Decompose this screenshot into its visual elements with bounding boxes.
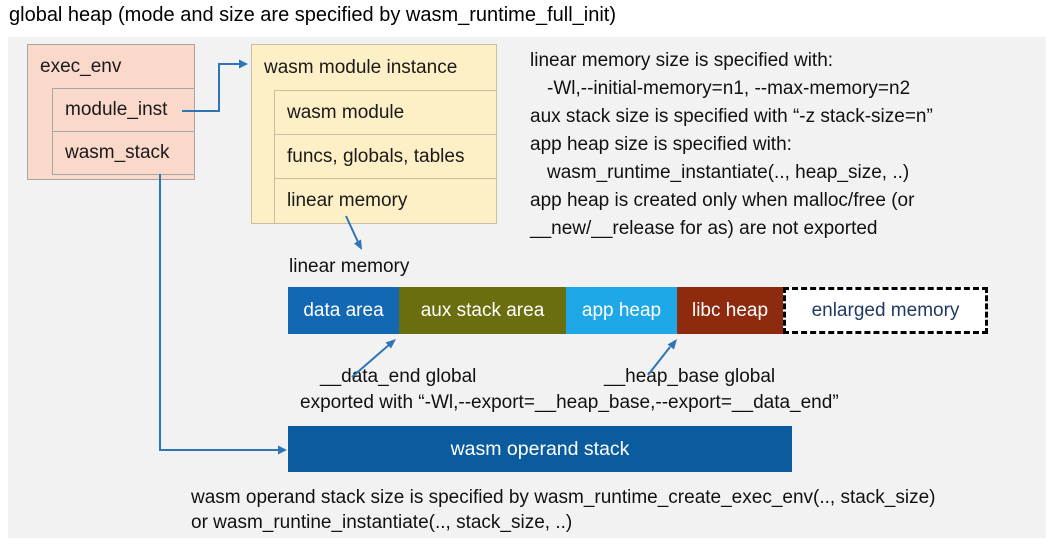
note-line: wasm_runtime_instantiate(.., heap_size, …: [547, 162, 910, 183]
note-line: aux stack size is specified with “-z sta…: [530, 106, 933, 127]
segment-label: enlarged memory: [811, 299, 960, 321]
notes-bottom: wasm operand stack size is specified by …: [191, 485, 936, 535]
module-instance-row-label: linear memory: [287, 190, 408, 211]
note-line: or wasm_runtine_instantiate(.., stack_si…: [191, 512, 573, 533]
segment-data-area: data area: [288, 287, 399, 334]
module-instance-row-linear-memory: linear memory: [274, 178, 497, 224]
segment-label: app heap: [581, 299, 662, 321]
exec-env-row-module-inst: module_inst: [52, 88, 195, 132]
segment-label: libc heap: [691, 299, 769, 321]
linear-memory-label: linear memory: [289, 256, 410, 277]
exec-env-row-label: module_inst: [65, 99, 168, 120]
exec-env-row-wasm-stack: wasm_stack: [52, 131, 195, 175]
export-annotation: exported with “-Wl,--export=__heap_base,…: [300, 392, 839, 413]
heap-base-annotation: __heap_base global: [604, 366, 776, 387]
diagram-title: global heap (mode and size are specified…: [9, 4, 616, 26]
segment-label: aux stack area: [420, 299, 545, 321]
exec-env-header: exec_env: [40, 56, 122, 77]
note-line: linear memory size is specified with:: [530, 50, 834, 71]
operand-stack-bar: wasm operand stack: [288, 426, 792, 472]
module-instance-row-label: funcs, globals, tables: [287, 145, 465, 167]
exec-env-box: exec_env module_inst wasm_stack: [27, 44, 195, 180]
linear-memory-bar: data area aux stack area app heap libc h…: [288, 287, 988, 334]
note-line: -Wl,--initial-memory=n1, --max-memory=n2: [547, 78, 911, 99]
segment-libc-heap: libc heap: [677, 287, 783, 334]
operand-stack-label: wasm operand stack: [450, 437, 630, 460]
data-end-annotation: __data_end global: [320, 366, 477, 387]
exec-env-row-label: wasm_stack: [65, 142, 170, 163]
module-instance-row-funcs-globals-tables: funcs, globals, tables: [274, 134, 497, 179]
module-instance-row-wasm-module: wasm module: [274, 90, 497, 135]
module-instance-row-label: wasm module: [287, 101, 405, 123]
segment-label: data area: [303, 299, 384, 321]
segment-aux-stack-area: aux stack area: [399, 287, 566, 334]
note-line: __new/__release for as) are not exported: [530, 218, 878, 239]
note-line: wasm operand stack size is specified by …: [191, 487, 936, 508]
segment-enlarged-memory: enlarged memory: [783, 287, 988, 334]
module-instance-box: wasm module instance wasm module funcs, …: [251, 44, 497, 224]
note-line: app heap is created only when malloc/fre…: [530, 190, 915, 211]
segment-app-heap: app heap: [566, 287, 677, 334]
module-instance-header: wasm module instance: [264, 57, 458, 78]
notes-right: linear memory size is specified with: -W…: [530, 47, 933, 243]
note-line: app heap size is specified with:: [530, 134, 792, 155]
